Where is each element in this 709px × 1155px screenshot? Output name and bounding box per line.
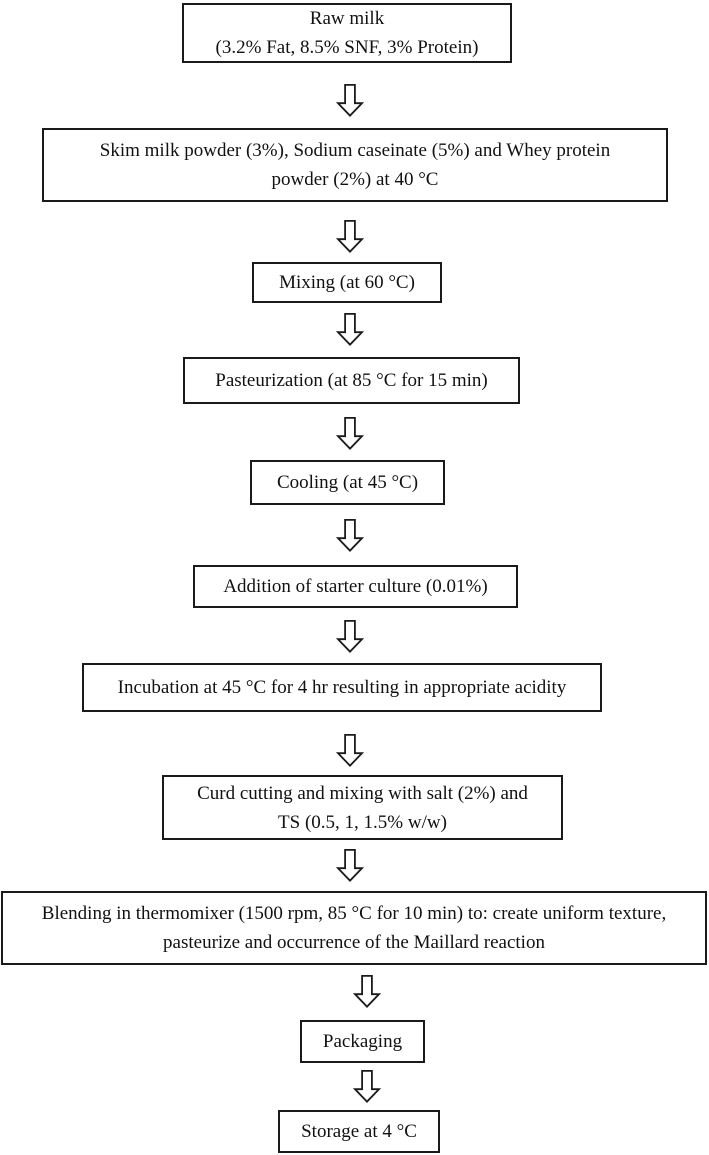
flow-step-incubation: Incubation at 45 °C for 4 hr resulting i…: [82, 663, 602, 712]
down-arrow-icon: [352, 1070, 382, 1103]
flow-step-label: Packaging: [322, 1031, 403, 1052]
flow-step-pasteurization: Pasteurization (at 85 °C for 15 min): [183, 357, 520, 404]
flow-step-label: Blending in thermomixer (1500 rpm, 85 °C…: [41, 903, 667, 924]
flow-step-packaging: Packaging: [300, 1020, 425, 1063]
flow-step-curd-cutting: Curd cutting and mixing with salt (2%) a…: [162, 775, 563, 840]
flow-step-label: Curd cutting and mixing with salt (2%) a…: [197, 782, 528, 804]
flow-step-label: Mixing (at 60 °C): [279, 272, 415, 293]
flow-step-label: (3.2% Fat, 8.5% SNF, 3% Protein): [215, 37, 479, 58]
flow-step-label: TS (0.5, 1, 1.5% w/w): [278, 811, 447, 833]
flow-step-label: powder (2%) at 40 °C: [271, 169, 439, 190]
down-arrow-icon: [335, 620, 365, 653]
flow-step-label: pasteurize and occurrence of the Maillar…: [163, 932, 545, 953]
flow-step-label: Addition of starter culture (0.01%): [223, 576, 488, 597]
down-arrow-icon: [335, 734, 365, 767]
flow-step-cooling: Cooling (at 45 °C): [250, 460, 445, 505]
flow-step-label: Raw milk: [309, 8, 385, 29]
flow-step-blending: Blending in thermomixer (1500 rpm, 85 °C…: [1, 891, 707, 965]
down-arrow-icon: [352, 975, 382, 1008]
flow-step-label: Storage at 4 °C: [301, 1121, 417, 1142]
flow-step-starter-culture: Addition of starter culture (0.01%): [193, 565, 518, 608]
flow-step-label: Pasteurization (at 85 °C for 15 min): [215, 370, 488, 391]
flow-step-label: Cooling (at 45 °C): [276, 472, 419, 493]
flow-step-mixing: Mixing (at 60 °C): [252, 262, 442, 303]
flow-step-storage: Storage at 4 °C: [278, 1110, 440, 1153]
flow-step-dry-ingredients: Skim milk powder (3%), Sodium caseinate …: [42, 128, 668, 202]
down-arrow-icon: [335, 849, 365, 882]
flow-step-label: Skim milk powder (3%), Sodium caseinate …: [99, 140, 611, 161]
down-arrow-icon: [335, 84, 365, 117]
flow-step-label: Incubation at 45 °C for 4 hr resulting i…: [117, 677, 567, 698]
down-arrow-icon: [335, 313, 365, 346]
down-arrow-icon: [335, 417, 365, 450]
down-arrow-icon: [335, 519, 365, 552]
flow-step-raw-milk: Raw milk (3.2% Fat, 8.5% SNF, 3% Protein…: [182, 3, 512, 63]
down-arrow-icon: [335, 220, 365, 253]
